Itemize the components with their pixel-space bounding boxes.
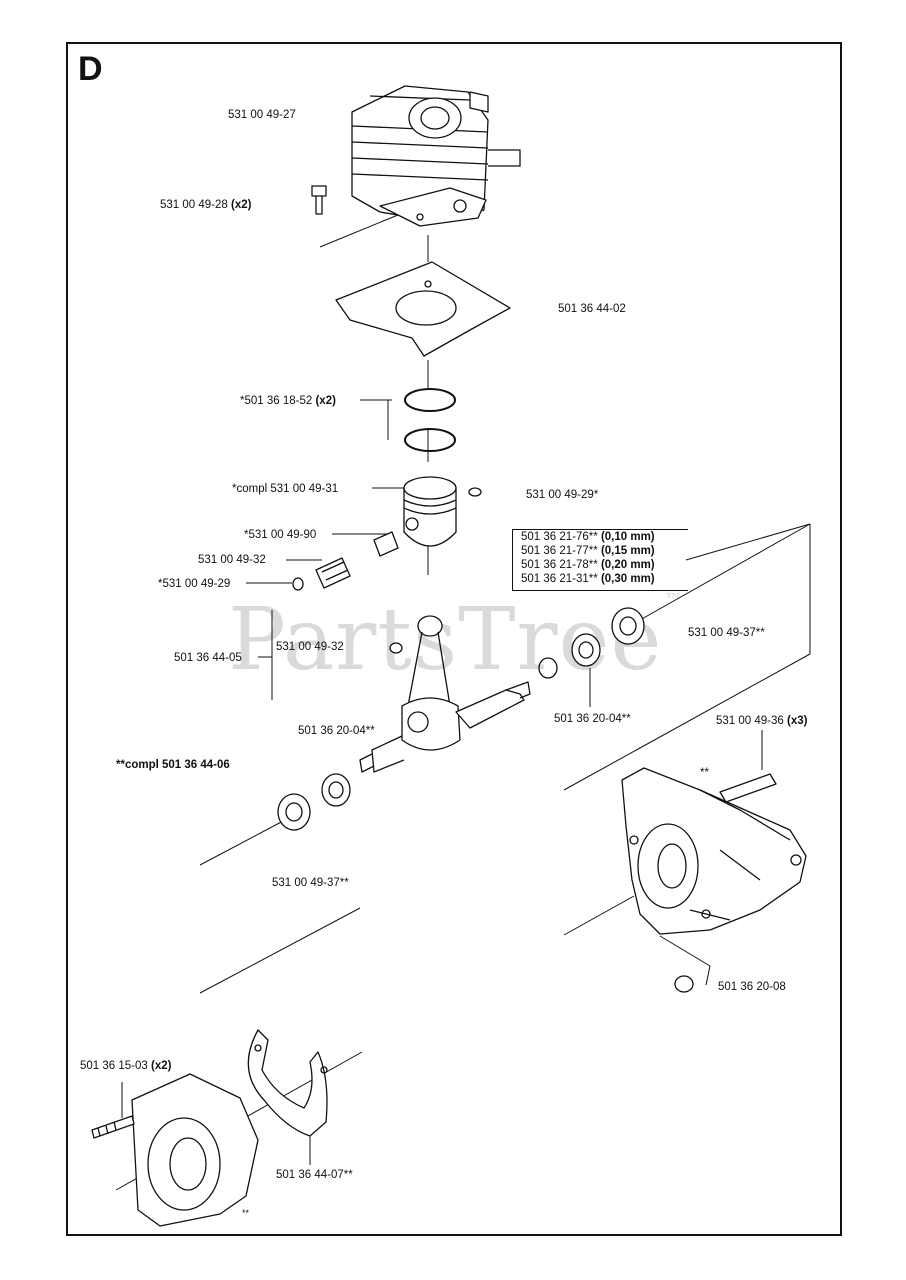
label-crankshaft: 501 36 20-04**: [298, 725, 375, 737]
label-cylinder-screw-code: 531 00 49-28: [160, 199, 228, 211]
shim-code: 501 36 21-77**: [521, 545, 598, 557]
label-needle-bearing-top: 531 00 49-32: [198, 554, 266, 566]
piston-drawing: [403, 476, 482, 547]
shim-code: 501 36 21-78**: [521, 559, 598, 571]
label-case-left-mark: **: [242, 1208, 250, 1218]
shim-code: 501 36 21-31**: [521, 573, 598, 585]
watermark-trademark: ™: [664, 590, 684, 611]
label-cylinder: 531 00 49-27: [228, 109, 296, 121]
shim-row-2: 501 36 21-77** (0,15 mm): [521, 545, 655, 557]
cylinder-screw-drawing: [311, 185, 327, 215]
label-case-screw-qty: (x3): [787, 715, 808, 727]
diagram-frame: [66, 42, 842, 1236]
shim-row-1: 501 36 21-76** (0,10 mm): [521, 531, 655, 543]
crankcase-right-drawing: [621, 767, 807, 993]
cylinder-gasket-drawing: [335, 261, 511, 357]
shim-size: (0,10 mm): [600, 531, 655, 543]
section-letter: D: [78, 50, 103, 88]
label-piston-ring-qty: (x2): [315, 395, 336, 407]
crankcase-left-drawing: [91, 1029, 328, 1227]
label-piston-ring: *501 36 18-52 (x2): [240, 394, 336, 408]
piston-rings-drawing: [404, 388, 456, 452]
shim-code: 501 36 21-76**: [521, 531, 598, 543]
label-circlip-right: 531 00 49-29*: [526, 489, 599, 501]
shim-size: (0,15 mm): [600, 545, 655, 557]
cylinder-drawing: [351, 85, 521, 227]
label-cylinder-gasket: 501 36 44-02: [558, 303, 626, 315]
shim-row-4: 501 36 21-31** (0,30 mm): [521, 573, 655, 585]
label-crankshaft-compl-text: **compl 501 36 44-06: [116, 759, 230, 771]
label-cylinder-screw-qty: (x2): [231, 199, 252, 211]
label-circlip-left: *531 00 49-29: [158, 578, 231, 590]
shim-size: (0,20 mm): [600, 559, 655, 571]
leader-lines: [115, 209, 811, 1191]
crankshaft-drawing: [359, 615, 531, 773]
label-piston-ring-code: *501 36 18-52: [240, 395, 313, 407]
label-case-screw-code: 531 00 49-36: [716, 715, 784, 727]
label-seal-right: 501 36 20-04**: [554, 713, 631, 725]
label-wrist-pin: *531 00 49-90: [244, 529, 317, 541]
label-stud-qty: (x2): [151, 1060, 172, 1072]
shim-row-3: 501 36 21-78** (0,20 mm): [521, 559, 655, 571]
pin-and-bearing-drawing: [292, 531, 399, 591]
label-bearing-right: 531 00 49-37**: [688, 627, 765, 639]
label-stud-code: 501 36 15-03: [80, 1060, 148, 1072]
label-crankshaft-compl: **compl 501 36 44-06: [116, 758, 230, 772]
label-stud: 501 36 15-03 (x2): [80, 1059, 171, 1073]
shim-size: (0,30 mm): [600, 573, 655, 585]
shim-group-bracket: [512, 529, 688, 591]
label-bearing-left: 531 00 49-37**: [272, 877, 349, 889]
label-cylinder-screw: 531 00 49-28 (x2): [160, 198, 251, 212]
label-piston: *compl 531 00 49-31: [232, 483, 339, 495]
label-key: 501 36 44-05: [174, 652, 242, 664]
label-case-screw: 531 00 49-36 (x3): [716, 714, 807, 728]
label-case-gasket: 501 36 44-07**: [276, 1169, 353, 1181]
label-needle-bearing-mid: 531 00 49-32: [276, 641, 344, 653]
bearings-drawing: [277, 607, 645, 831]
label-plug: 501 36 20-08: [718, 981, 786, 993]
label-case-mark: **: [700, 767, 709, 779]
